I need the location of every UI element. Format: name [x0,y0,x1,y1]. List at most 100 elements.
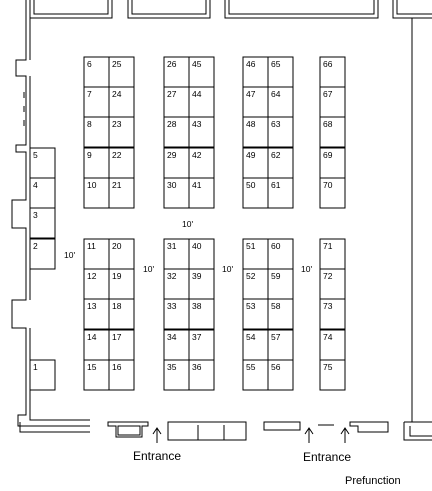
booth-cell[interactable] [319,359,346,391]
booth-73[interactable]: 73 [319,298,346,330]
booth-36[interactable]: 36 [188,359,215,391]
booth-cell[interactable] [188,116,215,148]
booth-54[interactable]: 54 [242,329,269,361]
booth-45[interactable]: 45 [188,56,215,88]
booth-cell[interactable] [319,177,346,209]
booth-16[interactable]: 16 [108,359,135,391]
booth-40[interactable]: 40 [188,238,215,270]
booth-29[interactable]: 29 [163,147,190,179]
booth-cell[interactable] [83,116,110,148]
booth-39[interactable]: 39 [188,268,215,300]
booth-cell[interactable] [267,359,294,391]
booth-cell[interactable] [319,147,346,179]
booth-15[interactable]: 15 [83,359,110,391]
booth-19[interactable]: 19 [108,268,135,300]
booth-cell[interactable] [163,177,190,209]
booth-cell[interactable] [29,238,56,270]
booth-cell[interactable] [242,116,269,148]
booth-cell[interactable] [267,147,294,179]
booth-cell[interactable] [319,298,346,330]
booth-cell[interactable] [108,116,135,148]
booth-70[interactable]: 70 [319,177,346,209]
booth-72[interactable]: 72 [319,268,346,300]
booth-60[interactable]: 60 [267,238,294,270]
booth-cell[interactable] [267,177,294,209]
booth-3[interactable]: 3 [29,207,56,239]
booth-48[interactable]: 48 [242,116,269,148]
booth-28[interactable]: 28 [163,116,190,148]
booth-cell[interactable] [83,177,110,209]
booth-27[interactable]: 27 [163,86,190,118]
booth-cell[interactable] [319,86,346,118]
booth-11[interactable]: 11 [83,238,110,270]
booth-cell[interactable] [108,359,135,391]
booth-21[interactable]: 21 [108,177,135,209]
booth-8[interactable]: 8 [83,116,110,148]
booth-cell[interactable] [242,359,269,391]
booth-66[interactable]: 66 [319,56,346,88]
booth-cell[interactable] [188,56,215,88]
booth-26[interactable]: 26 [163,56,190,88]
booth-17[interactable]: 17 [108,329,135,361]
booth-2[interactable]: 2 [29,238,56,270]
booth-cell[interactable] [83,329,110,361]
booth-cell[interactable] [188,238,215,270]
booth-50[interactable]: 50 [242,177,269,209]
booth-cell[interactable] [108,147,135,179]
booth-cell[interactable] [108,56,135,88]
booth-5[interactable]: 5 [29,147,56,179]
booth-44[interactable]: 44 [188,86,215,118]
booth-35[interactable]: 35 [163,359,190,391]
booth-41[interactable]: 41 [188,177,215,209]
booth-69[interactable]: 69 [319,147,346,179]
booth-10[interactable]: 10 [83,177,110,209]
booth-24[interactable]: 24 [108,86,135,118]
booth-cell[interactable] [29,359,56,391]
booth-cell[interactable] [267,298,294,330]
booth-cell[interactable] [108,177,135,209]
booth-cell[interactable] [163,329,190,361]
booth-cell[interactable] [319,56,346,88]
booth-7[interactable]: 7 [83,86,110,118]
booth-cell[interactable] [242,177,269,209]
booth-1[interactable]: 1 [29,359,56,391]
booth-cell[interactable] [108,86,135,118]
booth-cell[interactable] [242,147,269,179]
booth-42[interactable]: 42 [188,147,215,179]
booth-59[interactable]: 59 [267,268,294,300]
booth-cell[interactable] [163,116,190,148]
booth-cell[interactable] [267,116,294,148]
booth-49[interactable]: 49 [242,147,269,179]
booth-cell[interactable] [188,86,215,118]
booth-55[interactable]: 55 [242,359,269,391]
booth-14[interactable]: 14 [83,329,110,361]
booth-47[interactable]: 47 [242,86,269,118]
booth-12[interactable]: 12 [83,268,110,300]
booth-cell[interactable] [267,56,294,88]
booth-cell[interactable] [188,329,215,361]
booth-22[interactable]: 22 [108,147,135,179]
booth-52[interactable]: 52 [242,268,269,300]
booth-4[interactable]: 4 [29,177,56,209]
booth-38[interactable]: 38 [188,298,215,330]
booth-58[interactable]: 58 [267,298,294,330]
booth-61[interactable]: 61 [267,177,294,209]
booth-34[interactable]: 34 [163,329,190,361]
booth-cell[interactable] [163,56,190,88]
booth-67[interactable]: 67 [319,86,346,118]
booth-cell[interactable] [108,268,135,300]
booth-cell[interactable] [83,56,110,88]
booth-33[interactable]: 33 [163,298,190,330]
booth-9[interactable]: 9 [83,147,110,179]
booth-cell[interactable] [188,298,215,330]
booth-53[interactable]: 53 [242,298,269,330]
booth-cell[interactable] [319,329,346,361]
booth-cell[interactable] [83,147,110,179]
booth-cell[interactable] [163,238,190,270]
booth-cell[interactable] [83,86,110,118]
booth-23[interactable]: 23 [108,116,135,148]
booth-46[interactable]: 46 [242,56,269,88]
booth-51[interactable]: 51 [242,238,269,270]
booth-cell[interactable] [267,329,294,361]
booth-6[interactable]: 6 [83,56,110,88]
